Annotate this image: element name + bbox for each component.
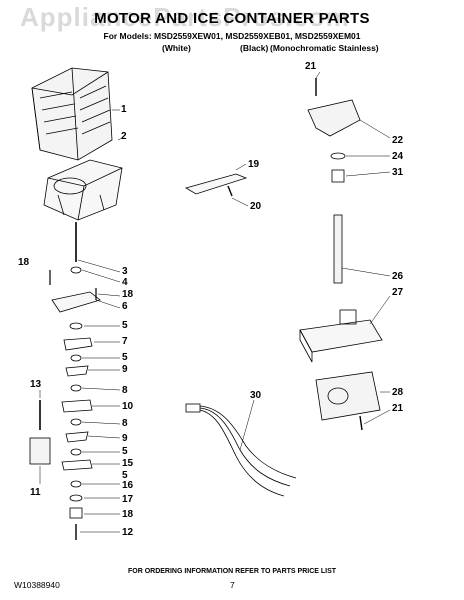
part-27-drawing — [299, 319, 383, 353]
callout-8-b: 8 — [122, 418, 128, 429]
callout-17: 12 — [122, 527, 134, 538]
callout-21-bottom: 21 — [392, 403, 404, 414]
page-number: 7 — [230, 580, 235, 590]
callout-7: 7 — [122, 336, 128, 347]
part-22-drawing — [307, 99, 361, 137]
callout-31: 31 — [392, 167, 404, 178]
callout-2: 2 — [121, 131, 127, 142]
ordering-note: FOR ORDERING INFORMATION REFER TO PARTS … — [127, 568, 337, 575]
callout-5-b: 5 — [122, 352, 128, 363]
model-list: For Models: MSD2559XEW01, MSD2559XEB01, … — [103, 31, 361, 41]
callout-3: 3 — [122, 266, 128, 277]
callout-26: 26 — [392, 271, 404, 282]
callout-16: 18 — [122, 509, 134, 520]
callout-5-d: 5 — [122, 470, 128, 481]
callout-27: 27 — [392, 287, 404, 298]
callout-19: 19 — [248, 159, 260, 170]
callout-9-b: 9 — [122, 433, 128, 444]
callout-18-left: 18 — [18, 257, 30, 268]
color-black: (Black) — [240, 43, 269, 53]
document-number: W10388940 — [14, 580, 60, 590]
watermark: AppliancePartsPros.com — [20, 2, 350, 32]
callout-12: 13 — [30, 379, 42, 390]
color-stainless: (Monochromatic Stainless) — [270, 43, 379, 53]
color-white: (White) — [162, 43, 191, 53]
part-26-drawing — [333, 214, 343, 284]
auger-stack-drawing — [51, 266, 101, 540]
callout-11: 11 — [30, 487, 41, 498]
ice-container-drawing — [31, 67, 113, 161]
callout-4: 4 — [122, 277, 128, 288]
part-11-drawing — [29, 437, 51, 465]
part-30-drawing — [185, 403, 297, 497]
callout-6: 6 — [122, 301, 128, 312]
auger-housing-drawing — [43, 159, 123, 221]
callout-18-right: 18 — [122, 289, 134, 300]
callout-5-c: 5 — [122, 446, 128, 457]
callout-30: 30 — [250, 390, 262, 401]
callout-15: 17 — [122, 494, 134, 505]
callout-24: 24 — [392, 151, 404, 162]
callout-10: 10 — [122, 401, 134, 412]
callout-28: 28 — [392, 387, 404, 398]
callout-20: 20 — [250, 201, 262, 212]
callout-21-top: 21 — [305, 61, 317, 72]
callout-22: 22 — [392, 135, 404, 146]
part-19-drawing — [184, 173, 248, 195]
callout-5-a: 5 — [122, 320, 128, 331]
page-title: MOTOR AND ICE CONTAINER PARTS — [94, 10, 370, 27]
callout-8-a: 8 — [122, 385, 128, 396]
callout-1: 1 — [121, 104, 127, 115]
callout-13: 15 — [122, 458, 134, 469]
callout-9-a: 9 — [122, 364, 128, 375]
leader-lines — [39, 71, 391, 533]
callout-14: 16 — [122, 480, 134, 491]
